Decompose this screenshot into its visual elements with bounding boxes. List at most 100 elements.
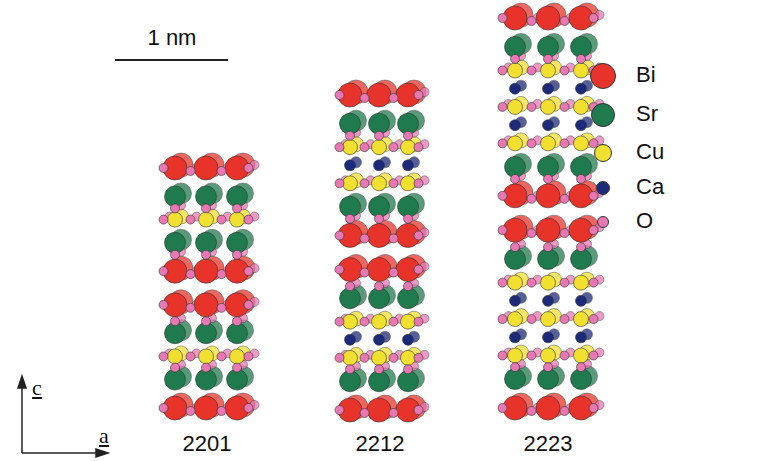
structure-label: 2223	[524, 432, 573, 456]
atom	[510, 295, 521, 306]
atom	[233, 204, 242, 213]
atom	[403, 160, 414, 171]
atom	[202, 250, 211, 259]
axis-label: a	[99, 424, 109, 448]
atom	[335, 406, 344, 415]
atom	[389, 234, 398, 243]
atom	[375, 282, 384, 291]
atom	[404, 214, 413, 223]
atom	[199, 349, 214, 364]
atom	[346, 365, 355, 374]
atom	[527, 407, 536, 416]
atom	[159, 164, 168, 173]
atom	[414, 353, 423, 362]
legend-label: Bi	[636, 63, 656, 87]
atom	[171, 317, 180, 326]
atom	[389, 317, 398, 326]
atom	[202, 317, 211, 326]
atom	[335, 179, 344, 188]
atom	[186, 352, 195, 361]
atom	[541, 99, 556, 114]
atom	[527, 229, 536, 238]
atom	[414, 317, 423, 326]
atom	[508, 275, 523, 290]
atom	[589, 191, 598, 200]
atom	[233, 363, 242, 372]
atom	[159, 404, 168, 413]
atom	[577, 363, 586, 372]
atom	[498, 278, 507, 287]
atom	[194, 156, 218, 180]
atom	[374, 160, 385, 171]
atom	[202, 363, 211, 372]
atom	[233, 317, 242, 326]
atom	[589, 278, 598, 287]
atom	[186, 215, 195, 224]
atom	[574, 348, 589, 363]
atom	[343, 176, 358, 191]
atom	[536, 396, 560, 420]
atom	[367, 258, 391, 282]
atom	[541, 63, 556, 78]
atom	[527, 139, 536, 148]
atom	[244, 267, 253, 276]
atom	[498, 102, 507, 111]
atom	[244, 352, 253, 361]
atom	[527, 17, 536, 26]
atom	[346, 282, 355, 291]
atom	[159, 215, 168, 224]
atom	[360, 317, 369, 326]
atom	[372, 350, 387, 365]
atom	[372, 314, 387, 329]
atom	[360, 409, 369, 418]
atom	[498, 315, 507, 324]
atom	[335, 91, 344, 100]
atom	[510, 332, 521, 343]
atom	[498, 351, 507, 360]
atom	[401, 140, 416, 155]
atom	[543, 295, 554, 306]
atom	[544, 54, 553, 63]
atom	[589, 315, 598, 324]
atom	[589, 351, 598, 360]
atom	[527, 66, 536, 75]
atom	[360, 94, 369, 103]
atom	[217, 215, 226, 224]
atom	[168, 349, 183, 364]
atom	[360, 268, 369, 277]
atom	[574, 63, 589, 78]
atom	[576, 295, 587, 306]
atom	[414, 406, 423, 415]
atom	[544, 174, 553, 183]
atom	[560, 139, 569, 148]
atom	[159, 300, 168, 309]
atom	[343, 140, 358, 155]
atom	[230, 349, 245, 364]
legend-swatch	[596, 181, 610, 195]
atom	[186, 167, 195, 176]
atom	[401, 350, 416, 365]
atom	[576, 120, 587, 131]
legend-label: O	[636, 209, 653, 233]
atom	[372, 176, 387, 191]
atom	[360, 179, 369, 188]
axis-label: c	[32, 376, 42, 400]
atom	[560, 194, 569, 203]
atom	[511, 54, 520, 63]
atom	[168, 212, 183, 227]
atom	[367, 398, 391, 422]
atom	[414, 231, 423, 240]
atom	[244, 215, 253, 224]
atom	[389, 94, 398, 103]
atom	[401, 314, 416, 329]
legend-swatch	[590, 63, 616, 89]
atom	[367, 83, 391, 107]
atom	[367, 223, 391, 247]
legend-label: Ca	[636, 175, 664, 199]
atom	[544, 363, 553, 372]
structure-label: 2212	[356, 432, 405, 456]
atom	[335, 317, 344, 326]
atom	[498, 226, 507, 235]
atom	[186, 407, 195, 416]
atom	[527, 315, 536, 324]
